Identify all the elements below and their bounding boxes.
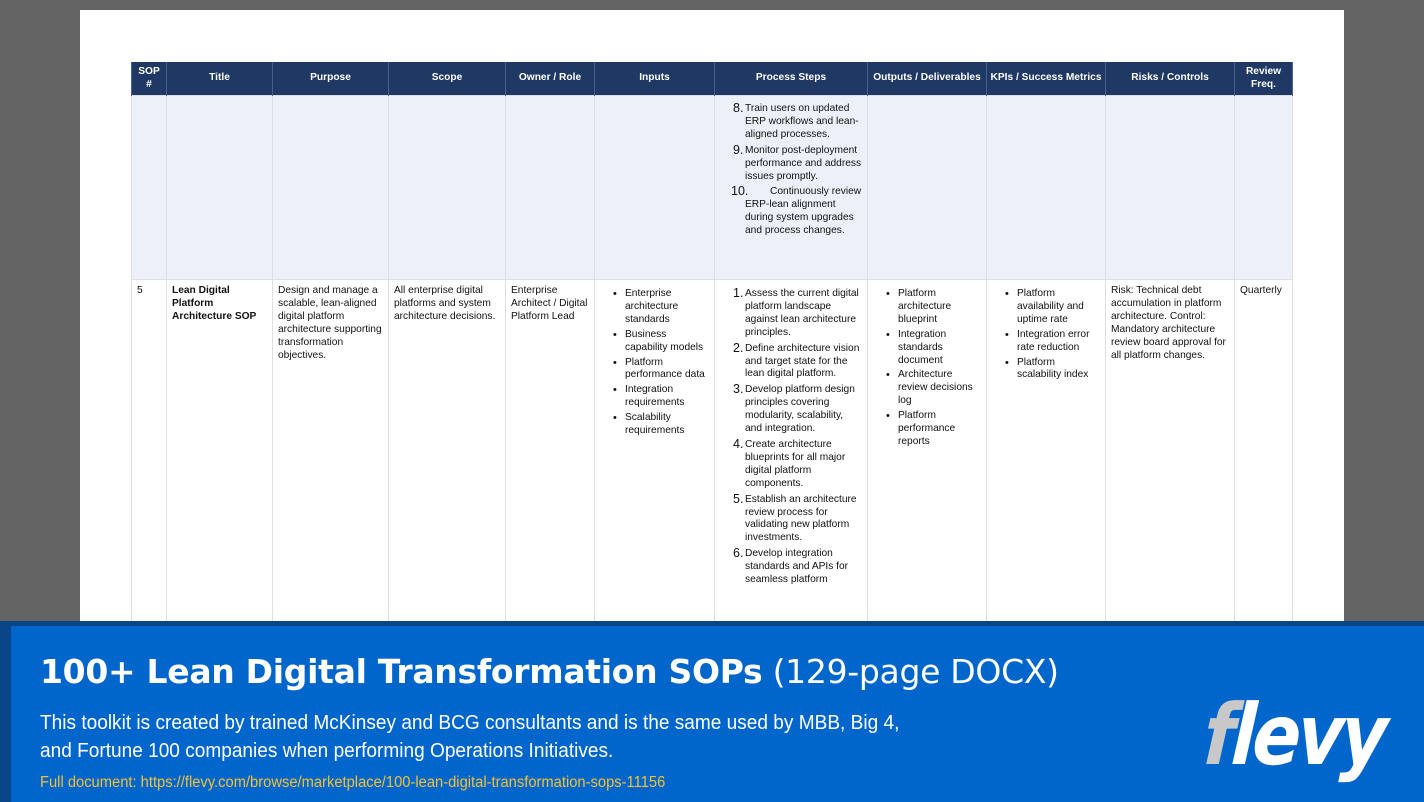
- list-item: Integration requirements: [613, 384, 709, 410]
- inputs-list: Enterprise architecture standards Busine…: [600, 288, 709, 438]
- cell-process-steps: 1.Assess the current digital platform la…: [714, 279, 868, 653]
- list-item: 2.Define architecture vision and target …: [733, 340, 860, 380]
- cell-empty: [272, 95, 389, 280]
- cell-empty: [594, 95, 715, 280]
- list-item: Scalability requirements: [613, 412, 709, 438]
- list-item: Platform performance reports: [886, 410, 981, 449]
- cell-kpis: Platform availability and uptime rate In…: [986, 279, 1106, 653]
- header-owner: Owner / Role: [505, 62, 595, 96]
- cell-owner: Enterprise Architect / Digital Platform …: [505, 279, 595, 653]
- kpis-list: Platform availability and uptime rate In…: [992, 288, 1100, 382]
- list-item: 4.Create architecture blueprints for all…: [733, 436, 846, 489]
- list-item: 8.Train users on updated ERP workflows a…: [733, 101, 859, 140]
- document-page: SOP # Title Purpose Scope Owner / Role I…: [80, 10, 1344, 653]
- banner-title-light: (129-page DOCX): [772, 652, 1059, 691]
- outputs-list: Platform architecture blueprint Integrat…: [873, 288, 981, 449]
- list-item: Enterprise architecture standards: [613, 288, 709, 327]
- cell-empty: [388, 95, 506, 280]
- cell-empty: [505, 95, 595, 280]
- list-item: 3.Develop platform design principles cov…: [733, 382, 855, 435]
- list-item: 6.Develop integration standards and APIs…: [733, 546, 849, 586]
- table-header-row: SOP # Title Purpose Scope Owner / Role I…: [131, 62, 1293, 96]
- sop-table: SOP # Title Purpose Scope Owner / Role I…: [131, 62, 1293, 653]
- header-purpose: Purpose: [272, 62, 389, 96]
- list-item: 9.Monitor post-deployment performance an…: [733, 142, 862, 182]
- flevy-logo[interactable]: flevy: [1201, 686, 1387, 787]
- cell-empty: [1234, 95, 1293, 280]
- list-item: Integration error rate reduction: [1005, 329, 1100, 355]
- header-kpis: KPIs / Success Metrics: [986, 62, 1106, 96]
- cell-process-steps: 8.Train users on updated ERP workflows a…: [714, 95, 868, 280]
- cell-empty: [867, 95, 987, 280]
- list-item: Business capability models: [613, 329, 709, 355]
- list-item: Platform performance data: [613, 357, 709, 383]
- cell-purpose: Design and manage a scalable, lean-align…: [272, 279, 389, 653]
- banner-panel: 100+ Lean Digital Transformation SOPs (1…: [11, 626, 1424, 802]
- banner-description: This toolkit is created by trained McKin…: [40, 711, 900, 762]
- table-row-continued: 8.Train users on updated ERP workflows a…: [131, 95, 1293, 280]
- list-item: Platform availability and uptime rate: [1005, 288, 1100, 327]
- cell-empty: [1105, 95, 1235, 280]
- header-process-steps: Process Steps: [714, 62, 868, 96]
- list-item: Integration standards document: [886, 329, 981, 368]
- list-item: 5.Establish an architecture review proce…: [733, 491, 857, 544]
- list-item: 1.Assess the current digital platform la…: [733, 286, 859, 338]
- header-scope: Scope: [388, 62, 506, 96]
- header-outputs: Outputs / Deliverables: [867, 62, 987, 96]
- cell-empty: [166, 95, 273, 280]
- banner-title: 100+ Lean Digital Transformation SOPs (1…: [40, 652, 1059, 691]
- header-sop-num: SOP #: [131, 62, 167, 96]
- cell-empty: [986, 95, 1106, 280]
- header-inputs: Inputs: [594, 62, 715, 96]
- table-row: 5 Lean Digital Platform Architecture SOP…: [131, 279, 1293, 653]
- promo-banner: 100+ Lean Digital Transformation SOPs (1…: [0, 621, 1424, 802]
- cell-title: Lean Digital Platform Architecture SOP: [166, 279, 273, 653]
- list-item: Platform architecture blueprint: [886, 288, 981, 327]
- logo-letters-levy: levy: [1228, 686, 1388, 784]
- full-document-link[interactable]: Full document: https://flevy.com/browse/…: [40, 774, 666, 791]
- header-title: Title: [166, 62, 273, 96]
- cell-sop-num: 5: [131, 279, 167, 653]
- cell-scope: All enterprise digital platforms and sys…: [388, 279, 506, 653]
- cell-outputs: Platform architecture blueprint Integrat…: [867, 279, 987, 653]
- banner-title-bold: 100+ Lean Digital Transformation SOPs: [40, 652, 763, 691]
- cell-risks: Risk: Technical debt accumulation in pla…: [1105, 279, 1235, 653]
- process-steps-list: 8.Train users on updated ERP workflows a…: [720, 101, 862, 238]
- header-review-freq: Review Freq.: [1234, 62, 1293, 96]
- header-risks: Risks / Controls: [1105, 62, 1235, 96]
- cell-review-freq: Quarterly: [1234, 279, 1293, 653]
- list-item: Platform scalability index: [1005, 357, 1100, 383]
- process-steps-list: 1.Assess the current digital platform la…: [720, 286, 862, 587]
- cell-empty: [131, 95, 167, 280]
- list-item: 10.Continuously review ERP-lean alignmen…: [731, 184, 862, 237]
- cell-inputs: Enterprise architecture standards Busine…: [594, 279, 715, 653]
- list-item: Architecture review decisions log: [886, 369, 981, 408]
